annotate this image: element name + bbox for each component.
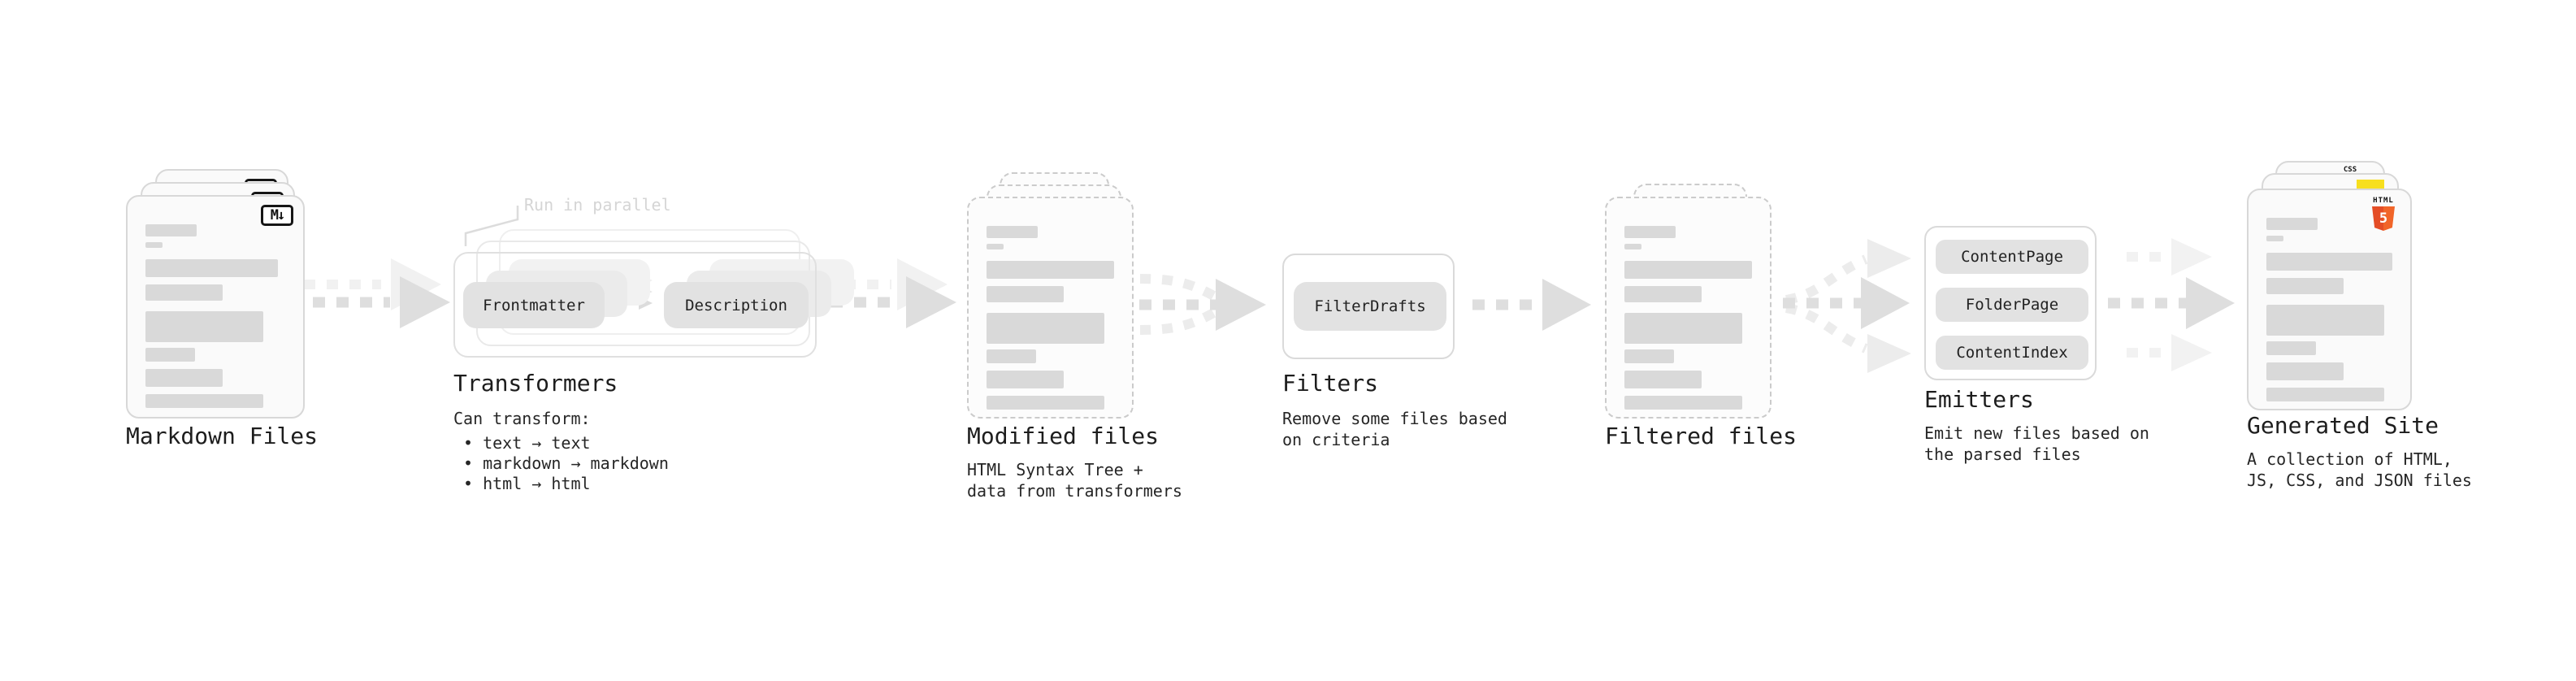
run-in-parallel-leader-line [464, 206, 519, 246]
arrow-modified-to-filters [1139, 274, 1266, 335]
arrow-filters-to-filtered [1472, 279, 1591, 331]
arrow-filtered-to-emitters [1783, 239, 1911, 373]
arrow-emitters-to-site-top [2127, 238, 2212, 275]
transformer-pill-arrow-mid [608, 285, 653, 298]
transformer-pill-arrow-back [608, 274, 653, 287]
transformer-pill-arrow-front [608, 297, 653, 310]
arrow-emitters-to-site-bottom [2127, 334, 2212, 371]
arrow-markdown-to-transformers [313, 276, 450, 328]
arrow-emitters-to-site-middle [2108, 277, 2235, 329]
